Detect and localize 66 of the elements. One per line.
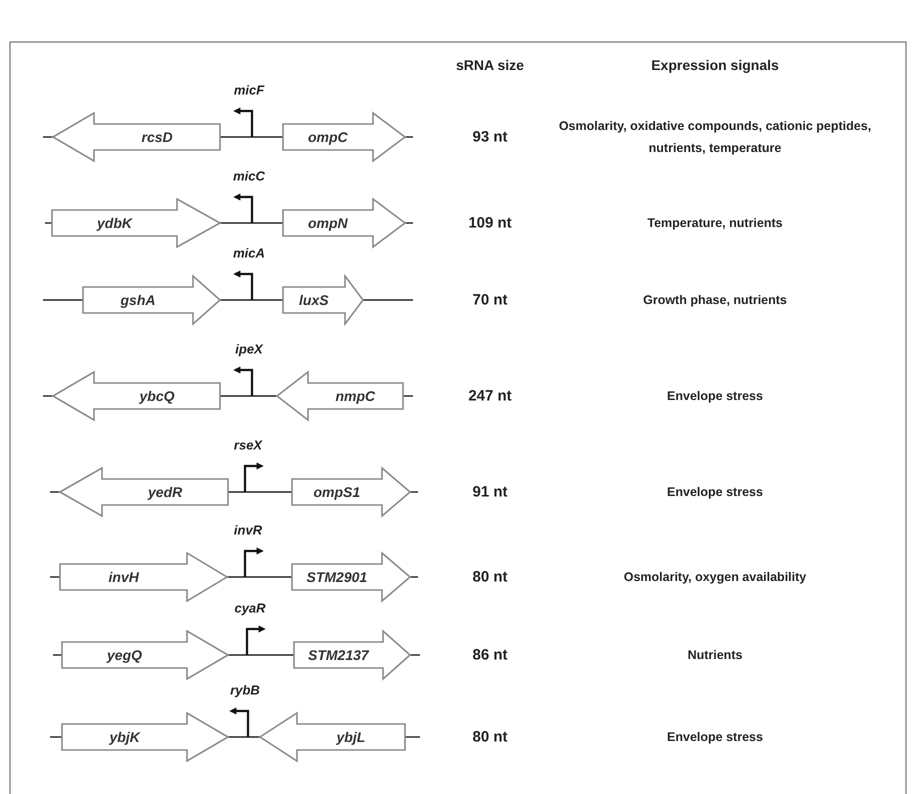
srna-size: 70 nt: [472, 292, 508, 308]
column-header: Expression signals: [651, 57, 779, 73]
srna-size: 91 nt: [472, 484, 508, 500]
gene-block: [53, 372, 220, 420]
srna-size: 80 nt: [472, 728, 508, 746]
gene-block: [52, 199, 220, 247]
srna-name: rybB: [230, 682, 260, 698]
expression-signals: Osmolarity, oxygen availability: [622, 569, 808, 586]
srna-name: micC: [233, 168, 265, 184]
gene-block: [53, 113, 220, 161]
dna-line: [228, 654, 294, 656]
srna-name: rseX: [234, 438, 262, 452]
dna-line: [220, 136, 283, 138]
gene-name: ompC: [308, 128, 348, 146]
gene-name: ompN: [308, 214, 348, 232]
expression-signals: Nutrients: [686, 647, 744, 664]
gene-name: ybcQ: [140, 387, 175, 405]
gene-name: ompS1: [314, 483, 360, 501]
expression-signals: Growth phase, nutrients: [642, 292, 788, 309]
gene-block: [283, 113, 405, 161]
gene-name: STM2901: [306, 568, 368, 586]
gene-name: luxS: [299, 291, 329, 309]
srna-size: 86 nt: [472, 646, 508, 664]
gene-name: ybjL: [336, 728, 366, 746]
gene-name: gshA: [120, 291, 156, 309]
srna-size: 247 nt: [468, 388, 512, 404]
gene-block: [62, 713, 228, 761]
srna-size: 80 nt: [472, 568, 508, 586]
gene-block: [260, 713, 405, 761]
gene-name: rcsD: [142, 128, 173, 146]
expression-signals: Envelope stress: [666, 729, 764, 746]
gene-block: [292, 553, 410, 601]
srna-name: ipeX: [235, 342, 263, 356]
gene-block: [294, 631, 410, 679]
gene-name: yegQ: [107, 646, 142, 664]
column-header: sRNA size: [456, 57, 524, 73]
expression-signals: Envelope stress: [666, 388, 764, 405]
expression-signals: Osmolarity, oxidative compounds, cationic peptides, nutrients, temperature: [558, 118, 872, 157]
dna-line: [228, 736, 260, 738]
dna-line: [220, 222, 283, 224]
srna-name: micA: [233, 246, 265, 260]
dna-line: [227, 576, 292, 578]
srna-name: invR: [234, 522, 262, 538]
gene-name: STM2137: [308, 646, 369, 664]
gene-block: [283, 199, 405, 247]
gene-block: [277, 372, 403, 420]
dna-line: [228, 491, 292, 493]
gene-name: invH: [108, 568, 139, 586]
srna-name: micF: [234, 82, 264, 98]
gene-block: [62, 631, 228, 679]
expression-signals: Envelope stress: [666, 484, 764, 501]
srna-size: 93 nt: [472, 128, 508, 146]
dna-line: [220, 299, 283, 301]
gene-block: [60, 553, 227, 601]
gene-name: nmpC: [336, 387, 376, 405]
gene-block: [60, 468, 228, 516]
gene-name: ybjK: [110, 728, 140, 746]
dna-line: [220, 395, 277, 397]
srna-size: 109 nt: [468, 214, 512, 232]
gene-name: ydbK: [97, 214, 132, 232]
gene-block: [283, 276, 363, 324]
gene-name: yedR: [148, 483, 182, 501]
expression-signals: Temperature, nutrients: [646, 215, 784, 232]
srna-name: cyaR: [234, 600, 266, 616]
gene-block: [83, 276, 220, 324]
gene-block: [292, 468, 410, 516]
